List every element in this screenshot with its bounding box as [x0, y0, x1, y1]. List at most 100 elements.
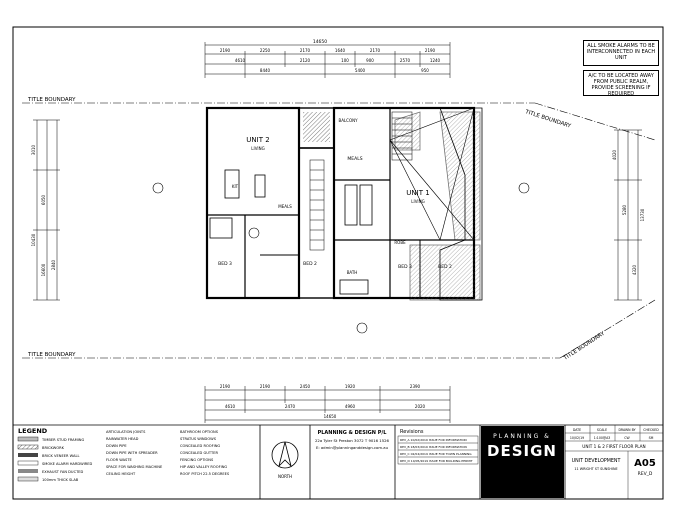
legend-title: LEGEND: [18, 427, 48, 435]
legend-right-1: BATHROOM OPTIONS: [180, 430, 219, 434]
legend-right-5: FENCING OPTIONS: [180, 458, 214, 462]
legend-mid-2: RAINWATER HEAD: [106, 437, 139, 441]
tb-head-1: DATE: [573, 428, 581, 432]
north-label: NORTH: [278, 474, 292, 479]
legend-right-2: STRATUS WINDOWS: [180, 437, 217, 441]
tb-val-2: 1:100@A3: [594, 436, 611, 440]
dim-right-3: 4320: [632, 264, 637, 275]
legend-item-2: BRICKWORK: [42, 446, 65, 450]
dim-left-5: 16600: [41, 263, 46, 276]
project-name: UNIT DEVELOPMENT: [572, 458, 621, 464]
dim-top-r2-4: 900: [366, 58, 374, 63]
revisions-table: [397, 435, 479, 465]
legend-right-7: ROOF PITCH 22.5 DEGREES: [180, 472, 230, 476]
note-smoke-alarms-text: ALL SMOKE ALARMS TO BE INTERCONNECTED IN…: [586, 43, 656, 61]
dim-bot-5: 2390: [410, 384, 421, 389]
title-boundary-bottom: TITLE BOUNDARY: [27, 352, 76, 358]
dim-right-2: 5280: [622, 204, 627, 215]
unit1-sub: LIVING: [411, 199, 424, 204]
dim-top-4: 1640: [335, 48, 346, 53]
dim-right-4: 13730: [640, 208, 645, 221]
dim-top-r2-5: 2570: [400, 58, 411, 63]
dim-bot-r2-4: 2020: [415, 404, 426, 409]
title-info-grid: [565, 425, 663, 499]
tb-head-2: SCALE: [597, 428, 607, 432]
dim-bot-r2-1: 4610: [225, 404, 236, 409]
legend-right-4: CONCEALED GUTTER: [180, 451, 218, 455]
dim-top-r2-2: 2120: [300, 58, 311, 63]
logo-top: PLANNING &: [493, 433, 551, 440]
revision-row-3: REV_C 02/04/2019 ISSUE FOR TOWN PLANNING: [400, 452, 472, 456]
project-address: 11 WRIGHT ST SUNSHINE: [574, 467, 617, 471]
legend-mid-7: CEILING HEIGHT: [106, 472, 136, 476]
left-dimensions: [33, 119, 60, 301]
stair: [391, 111, 413, 161]
note-smoke-alarms: ALL SMOKE ALARMS TO BE INTERCONNECTED IN…: [583, 40, 659, 66]
legend-mid-1: ARTICULATION JOINTS: [106, 430, 146, 434]
dim-right-1: 4020: [612, 149, 617, 160]
legend-item-6: 100mm THICK SLAB: [42, 478, 79, 482]
tb-val-4: SM: [649, 436, 654, 440]
company-email: E: admin@planninganddesign.com.au: [316, 445, 389, 450]
tb-val-1: 10/02/19: [570, 436, 584, 440]
logo-main: DESIGN: [487, 442, 557, 460]
balcony-label: BALCONY: [338, 118, 358, 123]
tb-val-3: CW: [624, 436, 630, 440]
unit2-kit: KIT: [232, 184, 239, 189]
revision-row-1: REV_A 10/02/2019 ISSUE FOR INFORMATION: [400, 438, 467, 442]
legend-item-4: SMOKE ALARM HARDWIRED: [42, 462, 93, 466]
unit2-bed3: BED 3: [218, 261, 232, 267]
dim-top-r3-3: 950: [421, 68, 429, 73]
reference-markers: [152, 182, 530, 334]
note-relocate: A/C TO BE LOCATED AWAY FROM PUBLIC REALM…: [583, 70, 659, 97]
design-logo-bg: [481, 426, 564, 498]
unit2-meals: MEALS: [278, 204, 292, 209]
title-boundary-lower-right: TITLE BOUNDARY: [562, 330, 606, 362]
sheet-number: A05: [634, 458, 656, 469]
dim-top-overall: 14650: [313, 39, 327, 45]
unit2-balcony-hatch: [303, 112, 330, 142]
dim-bot-2: 2190: [260, 384, 271, 389]
dim-bot-3: 2450: [300, 384, 311, 389]
legend-right-6: HIP AND VALLEY ROOFING: [180, 465, 227, 469]
dim-top-6: 2190: [425, 48, 436, 53]
dim-bot-overall: 14650: [324, 414, 337, 419]
sheet-title: UNIT 1 & 2 FIRST FLOOR PLAN: [582, 444, 645, 449]
legend-mid-5: FLOOR WASTE: [106, 458, 133, 462]
company-name: PLANNING & DESIGN P/L: [318, 430, 388, 436]
tb-head-4: CHECKED: [643, 428, 659, 432]
bottom-dimensions: [204, 386, 451, 423]
title-block-frame: [13, 424, 663, 499]
company-address: 22a Tyler St Preston 3072 T 9016 1526: [315, 438, 390, 443]
legend-item-5: EXHAUST FAN DUCTED: [42, 470, 84, 474]
unit1-meals: MEALS: [347, 156, 362, 162]
dim-top-r2-1: 4610: [235, 58, 246, 63]
dim-top-r2-3: 100: [341, 58, 349, 63]
revision-row-4: REV_D 10/05/2019 ISSUE FOR BUILDING PERM…: [400, 459, 473, 463]
roof-outline: [430, 107, 483, 301]
unit2-label: UNIT 2: [246, 136, 269, 144]
title-boundary-top: TITLE BOUNDARY: [27, 97, 76, 103]
dim-left-3: 2840: [51, 259, 56, 270]
dim-bot-1: 2190: [220, 384, 231, 389]
legend-item-1: TIMBER STUD FRAMING: [41, 438, 84, 442]
dim-bot-4: 1920: [345, 384, 356, 389]
revisions-title: Revisions: [400, 429, 424, 435]
dim-bot-r2-3: 4960: [345, 404, 356, 409]
dim-top-r3-1: 8440: [260, 68, 271, 73]
unit1-label: UNIT 1: [406, 189, 429, 197]
top-dimensions: [204, 42, 451, 78]
roof-hatch: [394, 111, 481, 301]
north-arrow-icon: [271, 441, 299, 469]
right-dimensions: [614, 129, 642, 301]
legend-mid-6: SPACE FOR WASHING MACHINE: [106, 465, 163, 469]
tb-head-3: DRAWN BY: [618, 428, 635, 432]
legend-swatches: [17, 436, 39, 482]
unit1-bed3: BED 3: [398, 264, 412, 270]
dim-top-r2-6: 1240: [430, 58, 441, 63]
legend-mid-3: DOWN PIPE: [106, 444, 127, 448]
dim-bot-r2-2: 2470: [285, 404, 296, 409]
sheet-revision: REV_D: [638, 471, 653, 477]
